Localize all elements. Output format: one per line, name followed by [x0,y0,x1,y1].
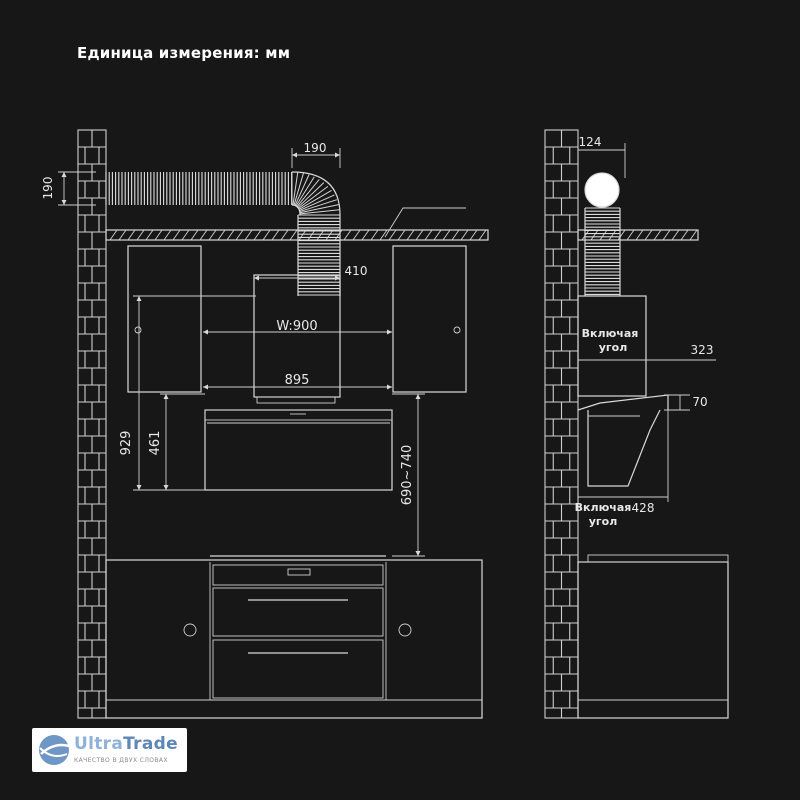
label-duct-to-hood: 410 [345,264,368,278]
label-including-corner-1a: Включая [582,327,639,340]
logo-tagline: КАЧЕСТВО В ДВУХ СЛОВАХ [74,757,168,764]
units-title: Единица измерения: мм [77,44,291,62]
logo-brand: UltraTrade [74,734,178,754]
ultratrade-logo: UltraTrade КАЧЕСТВО В ДВУХ СЛОВАХ [32,728,187,772]
label-hood-height-total: 929 [119,431,134,456]
globe-icon [39,735,70,765]
side-duct [584,172,621,296]
label-side-depth: 323 [691,343,714,357]
side-ceiling-slab [577,229,699,241]
label-duct-offset: 190 [304,141,327,155]
front-upper-cabinets [127,245,467,393]
label-side-bottom-depth: 428 [632,501,655,515]
side-dimensions [577,143,716,502]
logo-brand-part1: Ultra [74,734,124,754]
front-flexible-duct [105,171,341,296]
label-including-corner-2b: угол [589,515,618,528]
label-hood-inner-width: 895 [285,373,310,388]
label-install-height: 690~740 [400,445,415,506]
label-including-corner-2a: Включая [575,501,632,514]
front-hood-body [204,396,393,491]
label-duct-height: 190 [41,177,55,200]
front-brick-wall [77,129,107,719]
logo-brand-part2: Trade [123,734,178,754]
front-base-cabinets [105,555,483,719]
label-side-visor: 70 [692,395,707,409]
front-dimensions [58,148,425,557]
front-ceiling-slab [105,207,489,241]
label-hood-width: W:900 [276,319,317,334]
label-side-duct-diameter: 124 [579,135,602,149]
label-hood-body-height: 461 [148,431,163,456]
side-hood-profile [577,295,669,487]
side-base-cabinet [577,554,729,719]
side-brick-wall [544,129,579,719]
label-including-corner-1b: угол [599,341,628,354]
